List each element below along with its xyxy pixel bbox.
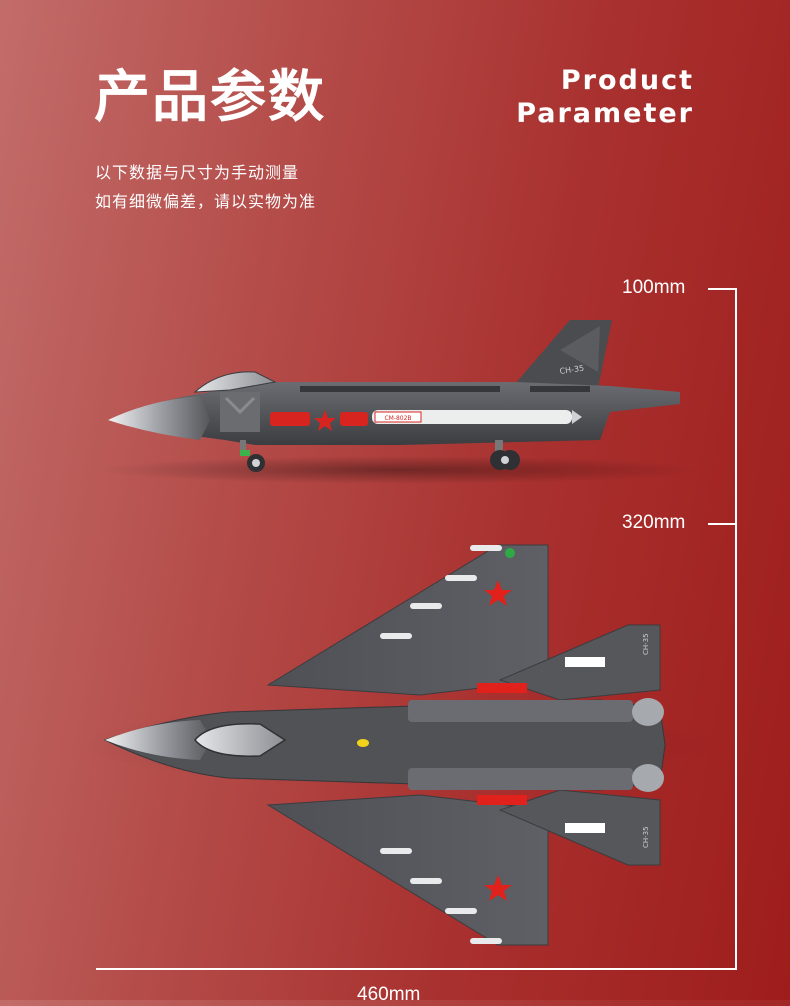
title-en-line-1: Product bbox=[560, 65, 694, 96]
top-tail-code-lower: CH-35 bbox=[642, 826, 650, 848]
width-dimension-label: 320mm bbox=[622, 512, 686, 533]
top-tail-code-upper: CH-35 bbox=[642, 633, 650, 655]
missile-label: CM-802B bbox=[384, 415, 411, 422]
page-title: 产品参数 bbox=[94, 65, 326, 130]
length-dimension-line bbox=[96, 968, 737, 970]
height-dimension-label: 100mm bbox=[622, 277, 686, 298]
top-view-jet: CH-35 CH-35 bbox=[80, 544, 720, 946]
measurement-note-line-1: 以下数据与尺寸为手动测量 bbox=[95, 163, 300, 182]
height-dimension-tick bbox=[708, 288, 736, 290]
title-en-line-2: Parameter bbox=[516, 98, 694, 129]
measurement-note: 以下数据与尺寸为手动测量 如有细微偏差，请以实物为准 bbox=[95, 158, 316, 216]
side-view-jet: CM-802B CH-35 bbox=[100, 320, 700, 484]
measurement-note-line-2: 如有细微偏差，请以实物为准 bbox=[95, 192, 317, 211]
vertical-dimension-line bbox=[735, 288, 737, 970]
side-tail-code: CH-35 bbox=[559, 364, 585, 376]
page-title-english: Product Parameter bbox=[516, 64, 694, 130]
width-dimension-tick bbox=[708, 523, 736, 525]
